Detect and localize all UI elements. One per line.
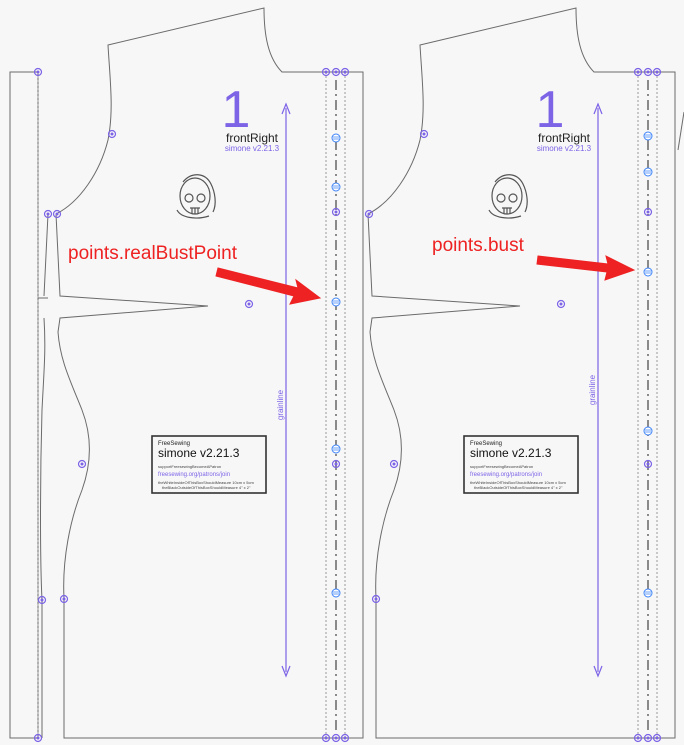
point-marker xyxy=(389,459,399,469)
point-marker xyxy=(52,209,62,219)
point-marker xyxy=(340,733,350,743)
tb-design: simone v2.21.3 xyxy=(158,446,240,460)
tb-design: simone v2.21.3 xyxy=(470,446,552,460)
grainline-label: grainline xyxy=(276,389,285,420)
button-marker xyxy=(331,444,341,454)
panel-left: grainline 1 frontRight simone v2.21.3 Fr… xyxy=(9,7,364,743)
part-number: 1 xyxy=(536,81,565,139)
points-left xyxy=(33,67,350,743)
side-seam-inner xyxy=(40,213,49,738)
point-marker xyxy=(331,67,341,77)
point-marker xyxy=(37,595,47,605)
front-piece-outline xyxy=(55,7,364,739)
point-bust xyxy=(556,299,566,309)
point-marker xyxy=(371,594,381,604)
tb-support: supportFreesewingBecomeAPatron xyxy=(470,464,533,469)
point-marker xyxy=(33,67,43,77)
button-marker xyxy=(643,131,653,141)
point-marker xyxy=(43,209,53,219)
point-marker xyxy=(321,67,331,77)
button-marker xyxy=(643,588,653,598)
point-marker xyxy=(77,459,87,469)
panel-right: grainline 1 frontRight simone v2.21.3 Fr… xyxy=(364,7,684,743)
point-marker xyxy=(419,129,429,139)
point-marker xyxy=(331,459,341,469)
tb-link[interactable]: freesewing.org/patrons/join xyxy=(470,472,542,478)
button-marker xyxy=(331,133,341,143)
tb-support: supportFreesewingBecomeAPatron xyxy=(158,464,221,469)
tb-measure-2: theBlackOutsideOfThisBoxShouldMeasure 4"… xyxy=(162,485,251,490)
tb-brand: FreeSewing xyxy=(158,441,190,447)
button-marker xyxy=(331,588,341,598)
point-marker xyxy=(633,733,643,743)
back-piece-outline xyxy=(9,71,39,739)
part-version: simone v2.21.3 xyxy=(537,144,592,153)
annotation-arrow xyxy=(215,267,322,305)
point-marker xyxy=(652,733,662,743)
points-right xyxy=(364,67,662,743)
buttons-left xyxy=(331,133,341,598)
point-marker xyxy=(107,129,117,139)
grainline: grainline xyxy=(276,102,291,678)
tb-link[interactable]: freesewing.org/patrons/join xyxy=(158,472,230,478)
point-marker xyxy=(331,733,341,743)
part-version: simone v2.21.3 xyxy=(225,144,280,153)
annotation-label: points.bust xyxy=(432,235,525,256)
next-piece-edge xyxy=(677,111,684,151)
part-name: frontRight xyxy=(538,131,591,145)
button-marker xyxy=(643,167,653,177)
annotation-label: points.realBustPoint xyxy=(68,243,238,264)
tb-brand: FreeSewing xyxy=(470,441,502,447)
tb-measure-1: theWhiteInsideOfThisBoxShouldMeasure 10c… xyxy=(158,480,254,485)
title-block: FreeSewing simone v2.21.3 supportFreesew… xyxy=(151,435,267,494)
grainline-label: grainline xyxy=(588,374,597,405)
point-marker xyxy=(643,733,653,743)
point-marker xyxy=(321,733,331,743)
point-marker xyxy=(364,209,374,219)
point-bust xyxy=(244,299,254,309)
button-marker xyxy=(331,297,341,307)
point-marker xyxy=(33,733,43,743)
freesewing-logo xyxy=(176,174,216,219)
buttons-right xyxy=(643,131,653,598)
point-marker xyxy=(643,67,653,77)
point-marker xyxy=(643,207,653,217)
point-marker xyxy=(643,459,653,469)
button-marker xyxy=(331,182,341,192)
point-marker xyxy=(633,67,643,77)
point-marker xyxy=(652,67,662,77)
button-marker xyxy=(643,267,653,277)
part-name: frontRight xyxy=(226,131,279,145)
part-number: 1 xyxy=(222,81,251,139)
tb-measure-1: theWhiteInsideOfThisBoxShouldMeasure 10c… xyxy=(470,480,566,485)
point-marker xyxy=(331,207,341,217)
grainline: grainline xyxy=(588,102,603,678)
title-block: FreeSewing simone v2.21.3 supportFreesew… xyxy=(463,435,579,494)
front-piece-outline xyxy=(367,7,676,739)
point-marker xyxy=(59,594,69,604)
annotation-arrow xyxy=(536,255,636,281)
tb-measure-2: theBlackOutsideOfThisBoxShouldMeasure 4"… xyxy=(474,485,563,490)
freesewing-logo xyxy=(488,174,528,219)
button-marker xyxy=(643,426,653,436)
point-marker xyxy=(340,67,350,77)
